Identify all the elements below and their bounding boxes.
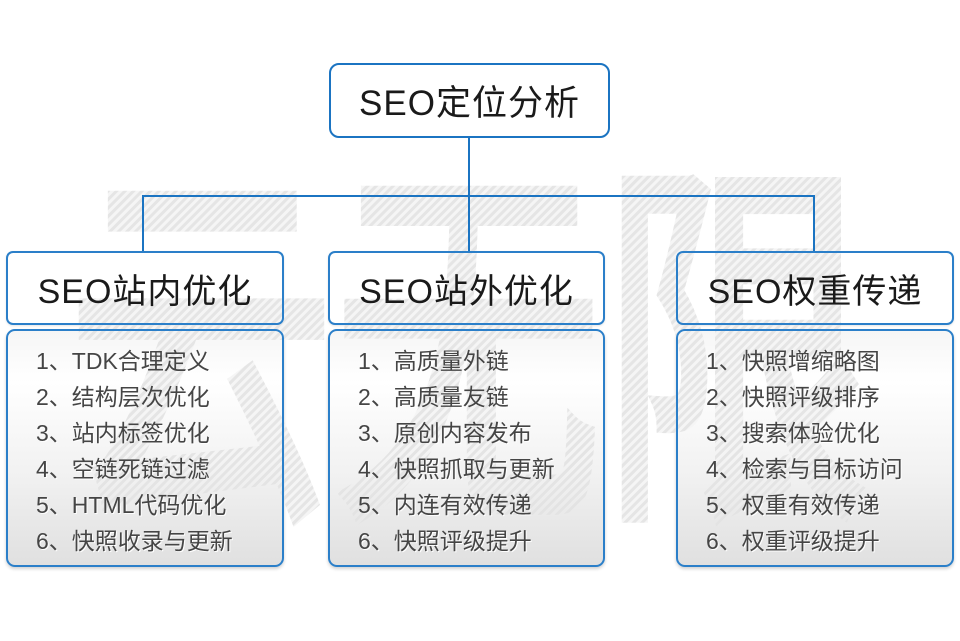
list-item: 3、原创内容发布 [358,420,532,446]
list-item: 3、站内标签优化 [36,420,210,446]
branch-node-weight: SEO权重传递 [676,251,954,325]
list-item: 4、空链死链过滤 [36,456,210,482]
list-item: 3、搜索体验优化 [706,420,880,446]
column-offsite: SEO站外优化 1、高质量外链 2、高质量友链 3、原创内容发布 4、快照抓取与… [328,251,605,567]
branch-node-offsite-label: SEO站外优化 [359,272,574,311]
connector-left-vertical-line [142,196,144,252]
list-item: 6、快照收录与更新 [36,528,233,554]
list-item: 2、高质量友链 [358,384,509,410]
list-item: 6、权重评级提升 [706,528,880,554]
branch-node-onsite: SEO站内优化 [6,251,284,325]
root-node-box: SEO定位分析 [329,63,610,138]
column-onsite: SEO站内优化 1、TDK合理定义 2、结构层次优化 3、站内标签优化 4、空链… [6,251,284,567]
list-box-weight: 1、快照增缩略图 2、快照评级排序 3、搜索体验优化 4、检索与目标访问 5、权… [676,329,954,567]
list-item: 4、检索与目标访问 [706,456,903,482]
branch-node-onsite-label: SEO站内优化 [37,272,253,311]
root-node-label: SEO定位分析 [359,84,580,123]
column-weight: SEO权重传递 1、快照增缩略图 2、快照评级排序 3、搜索体验优化 4、检索与… [676,251,954,567]
list-box-offsite: 1、高质量外链 2、高质量友链 3、原创内容发布 4、快照抓取与更新 5、内连有… [328,329,605,567]
list-box-onsite: 1、TDK合理定义 2、结构层次优化 3、站内标签优化 4、空链死链过滤 5、H… [6,329,284,567]
list-item: 6、快照评级提升 [358,528,532,554]
list-item: 5、内连有效传递 [358,492,532,518]
list-item: 1、快照增缩略图 [706,348,880,374]
list-item: 1、高质量外链 [358,348,509,374]
connector-root-vertical-line [468,137,470,197]
connector-middle-vertical-line [468,196,470,252]
list-item: 5、HTML代码优化 [36,492,227,518]
connector-right-vertical-line [813,196,815,252]
list-item: 2、快照评级排序 [706,384,880,410]
connector-horizontal-line [142,195,815,197]
list-item: 5、权重有效传递 [706,492,880,518]
branch-node-weight-label: SEO权重传递 [707,272,923,311]
list-item: 1、TDK合理定义 [36,348,210,374]
branch-node-offsite: SEO站外优化 [328,251,605,325]
list-item: 2、结构层次优化 [36,384,210,410]
list-item: 4、快照抓取与更新 [358,456,555,482]
